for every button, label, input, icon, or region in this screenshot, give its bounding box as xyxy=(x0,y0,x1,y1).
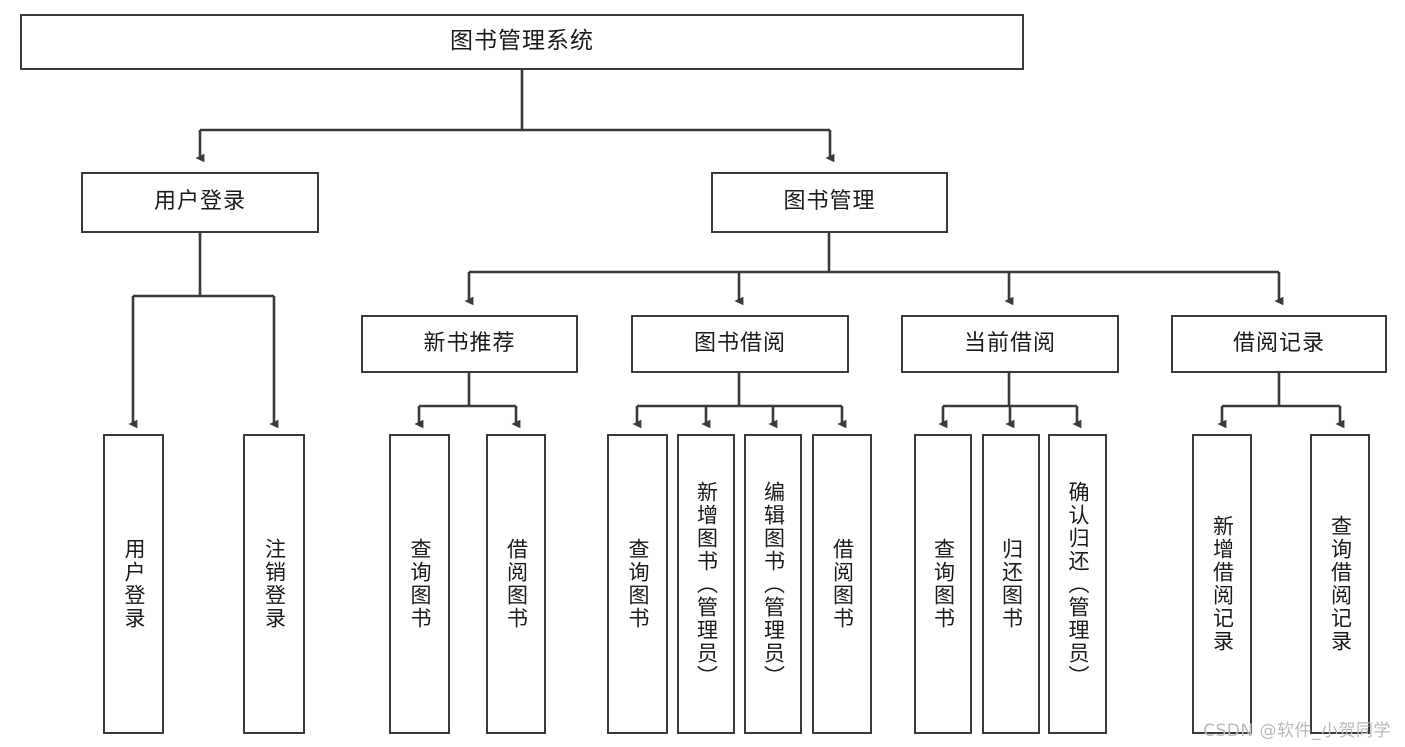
watermark-text: CSDN @软件_小贺同学 xyxy=(1203,721,1391,741)
leaf-add-borrow-record-label: 新增借阅记录 xyxy=(1210,515,1235,653)
leaf-add-book-admin-label: 新增图书（管理员） xyxy=(694,480,719,688)
leaf-user-login[interactable]: 用户登录 xyxy=(103,434,164,734)
node-book-borrow[interactable]: 图书借阅 xyxy=(631,315,849,373)
leaf-confirm-return-admin[interactable]: 确认归还（管理员） xyxy=(1048,434,1107,734)
leaf-borrow-book-label: 借阅图书 xyxy=(830,538,855,630)
node-book-management[interactable]: 图书管理 xyxy=(711,172,948,233)
leaf-borrow-book-recommend-label: 借阅图书 xyxy=(504,538,529,630)
leaf-query-borrow-record-label: 查询借阅记录 xyxy=(1328,515,1353,653)
leaf-edit-book-admin[interactable]: 编辑图书（管理员） xyxy=(744,434,802,734)
leaf-query-book-recommend-label: 查询图书 xyxy=(407,538,432,630)
leaf-query-book-recommend[interactable]: 查询图书 xyxy=(389,434,450,734)
leaf-borrow-book-recommend[interactable]: 借阅图书 xyxy=(486,434,546,734)
node-book-borrow-label: 图书借阅 xyxy=(693,330,786,356)
leaf-add-book-admin[interactable]: 新增图书（管理员） xyxy=(677,434,735,734)
leaf-borrow-book[interactable]: 借阅图书 xyxy=(812,434,872,734)
leaf-add-borrow-record[interactable]: 新增借阅记录 xyxy=(1192,434,1252,734)
node-book-management-label: 图书管理 xyxy=(783,189,876,215)
node-user-login[interactable]: 用户登录 xyxy=(81,172,319,233)
leaf-edit-book-admin-label: 编辑图书（管理员） xyxy=(761,480,786,688)
node-current-borrow[interactable]: 当前借阅 xyxy=(901,315,1119,373)
leaf-query-borrow-record[interactable]: 查询借阅记录 xyxy=(1310,434,1370,734)
leaf-query-book-borrow-label: 查询图书 xyxy=(625,538,650,630)
node-borrow-records-label: 借阅记录 xyxy=(1232,330,1325,356)
leaf-logout-label: 注销登录 xyxy=(262,538,287,630)
node-new-book-recommend[interactable]: 新书推荐 xyxy=(361,315,578,373)
node-borrow-records[interactable]: 借阅记录 xyxy=(1171,315,1387,373)
leaf-logout[interactable]: 注销登录 xyxy=(243,434,305,734)
node-user-login-label: 用户登录 xyxy=(153,189,246,215)
leaf-return-book-label: 归还图书 xyxy=(999,538,1024,630)
leaf-query-book-current[interactable]: 查询图书 xyxy=(914,434,972,734)
leaf-query-book-current-label: 查询图书 xyxy=(931,538,956,630)
node-new-book-recommend-label: 新书推荐 xyxy=(423,330,516,356)
node-root[interactable]: 图书管理系统 xyxy=(20,14,1024,70)
node-current-borrow-label: 当前借阅 xyxy=(963,330,1056,356)
leaf-confirm-return-admin-label: 确认归还（管理员） xyxy=(1065,480,1090,688)
leaf-user-login-label: 用户登录 xyxy=(121,538,146,630)
leaf-return-book[interactable]: 归还图书 xyxy=(982,434,1040,734)
leaf-query-book-borrow[interactable]: 查询图书 xyxy=(607,434,668,734)
node-root-label: 图书管理系统 xyxy=(450,28,594,55)
